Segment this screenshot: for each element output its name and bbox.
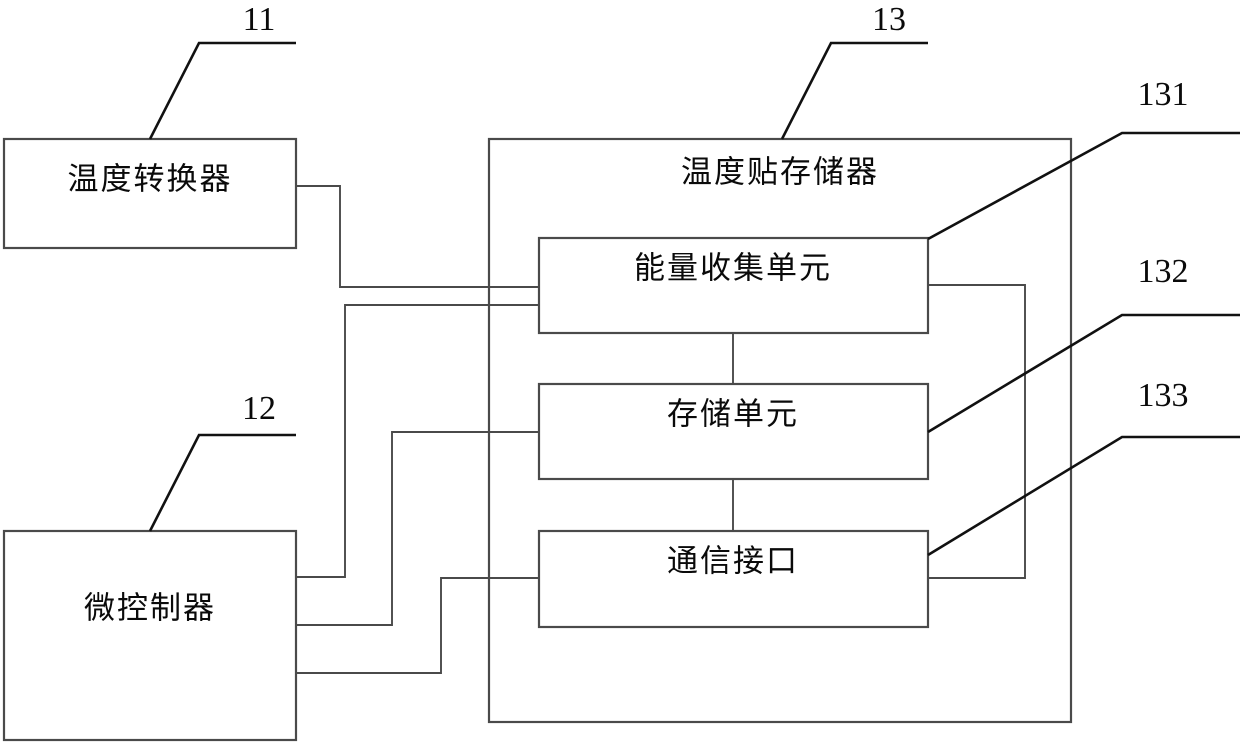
wire-energy-to-comm-bus: [927, 284, 1026, 579]
ref-numeral-132: 132: [1138, 253, 1189, 290]
wire-mcu-to-energy-unit: [295, 304, 540, 578]
ref-numeral-13: 13: [872, 1, 906, 38]
leader-line-11: [148, 41, 296, 140]
wire-converter-to-energy-unit: [295, 185, 540, 288]
leader-line-133: [927, 435, 1240, 557]
ref-numeral-133: 133: [1138, 377, 1189, 414]
label-energy-harvesting-unit: 能量收集单元: [634, 251, 832, 287]
leader-line-131: [927, 131, 1240, 241]
leader-line-13: [780, 41, 928, 140]
leader-line-132: [927, 313, 1240, 434]
block-microcontroller[interactable]: [2, 529, 298, 742]
label-storage-unit: 存储单元: [667, 397, 799, 433]
label-temperature-converter: 温度转换器: [68, 162, 233, 198]
ref-numeral-12: 12: [242, 390, 276, 427]
wire-mcu-to-comm-interface: [295, 577, 540, 674]
ref-numeral-11: 11: [243, 1, 276, 38]
ref-numeral-131: 131: [1138, 76, 1189, 113]
label-microcontroller: 微控制器: [84, 591, 216, 627]
label-temperature-tag-memory: 温度贴存储器: [681, 155, 879, 191]
label-communication-interface: 通信接口: [667, 544, 799, 580]
block-temperature-tag-memory[interactable]: [487, 137, 1073, 724]
wire-mcu-to-storage-unit: [295, 431, 540, 626]
leader-line-12: [148, 433, 296, 532]
